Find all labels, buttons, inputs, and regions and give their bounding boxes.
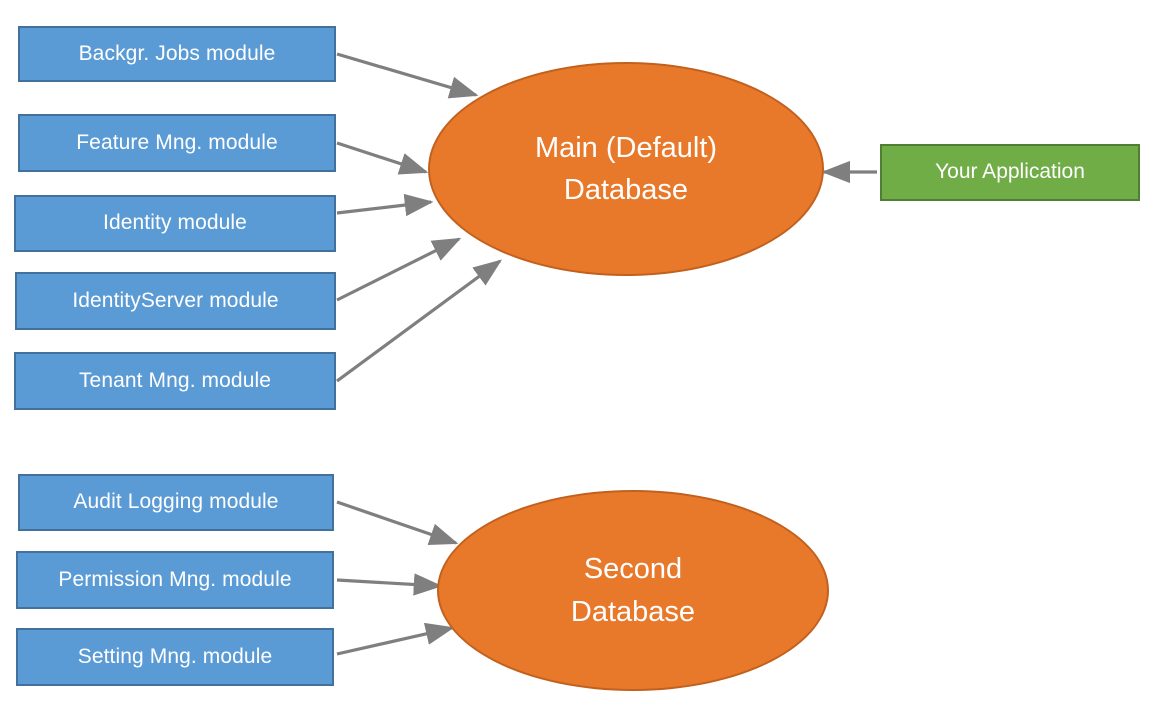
module-box-feature-mng[interactable]: Feature Mng. module [18,114,336,172]
module-label: Audit Logging module [73,490,279,514]
module-label: Tenant Mng. module [78,368,272,392]
module-label: IdentityServer module [72,288,279,312]
module-box-permission-mng[interactable]: Permission Mng. module [16,551,334,609]
arrow-backgr-jobs-to-main-db [336,52,479,99]
arrow-setting-mng-to-second-db [336,622,455,656]
database-label-line1: Main (Default) [534,131,718,164]
module-box-identityserver[interactable]: IdentityServer module [15,272,336,330]
arrow-audit-logging-to-second-db [336,500,459,546]
arrow-permission-mng-to-second-db [336,573,443,596]
module-box-audit-logging[interactable]: Audit Logging module [18,474,334,531]
application-box[interactable]: Your Application [880,144,1140,201]
module-label: Permission Mng. module [58,567,292,591]
module-label: Identity module [103,211,247,235]
module-box-identity[interactable]: Identity module [14,195,336,252]
module-box-setting-mng[interactable]: Setting Mng. module [16,628,334,686]
arrow-identityserver-to-main-db [336,237,462,302]
database-label-line2: Database [563,174,689,206]
database-main-default[interactable]: Main (Default) Database [428,62,824,276]
module-label: Feature Mng. module [76,130,278,154]
module-label: Setting Mng. module [77,644,273,668]
arrow-feature-mng-to-main-db [336,141,429,175]
module-label: Backgr. Jobs module [78,41,276,65]
module-box-tenant-mng[interactable]: Tenant Mng. module [14,352,336,410]
module-box-backgr-jobs[interactable]: Backgr. Jobs module [18,26,336,82]
database-label-line2: Database [570,595,696,628]
arrow-identity-to-main-db [336,193,434,217]
database-label-line1: Second [583,553,683,586]
arrow-tenant-mng-to-main-db [336,259,503,383]
database-second[interactable]: Second Database [437,490,829,691]
application-label: Your Application [935,160,1085,184]
